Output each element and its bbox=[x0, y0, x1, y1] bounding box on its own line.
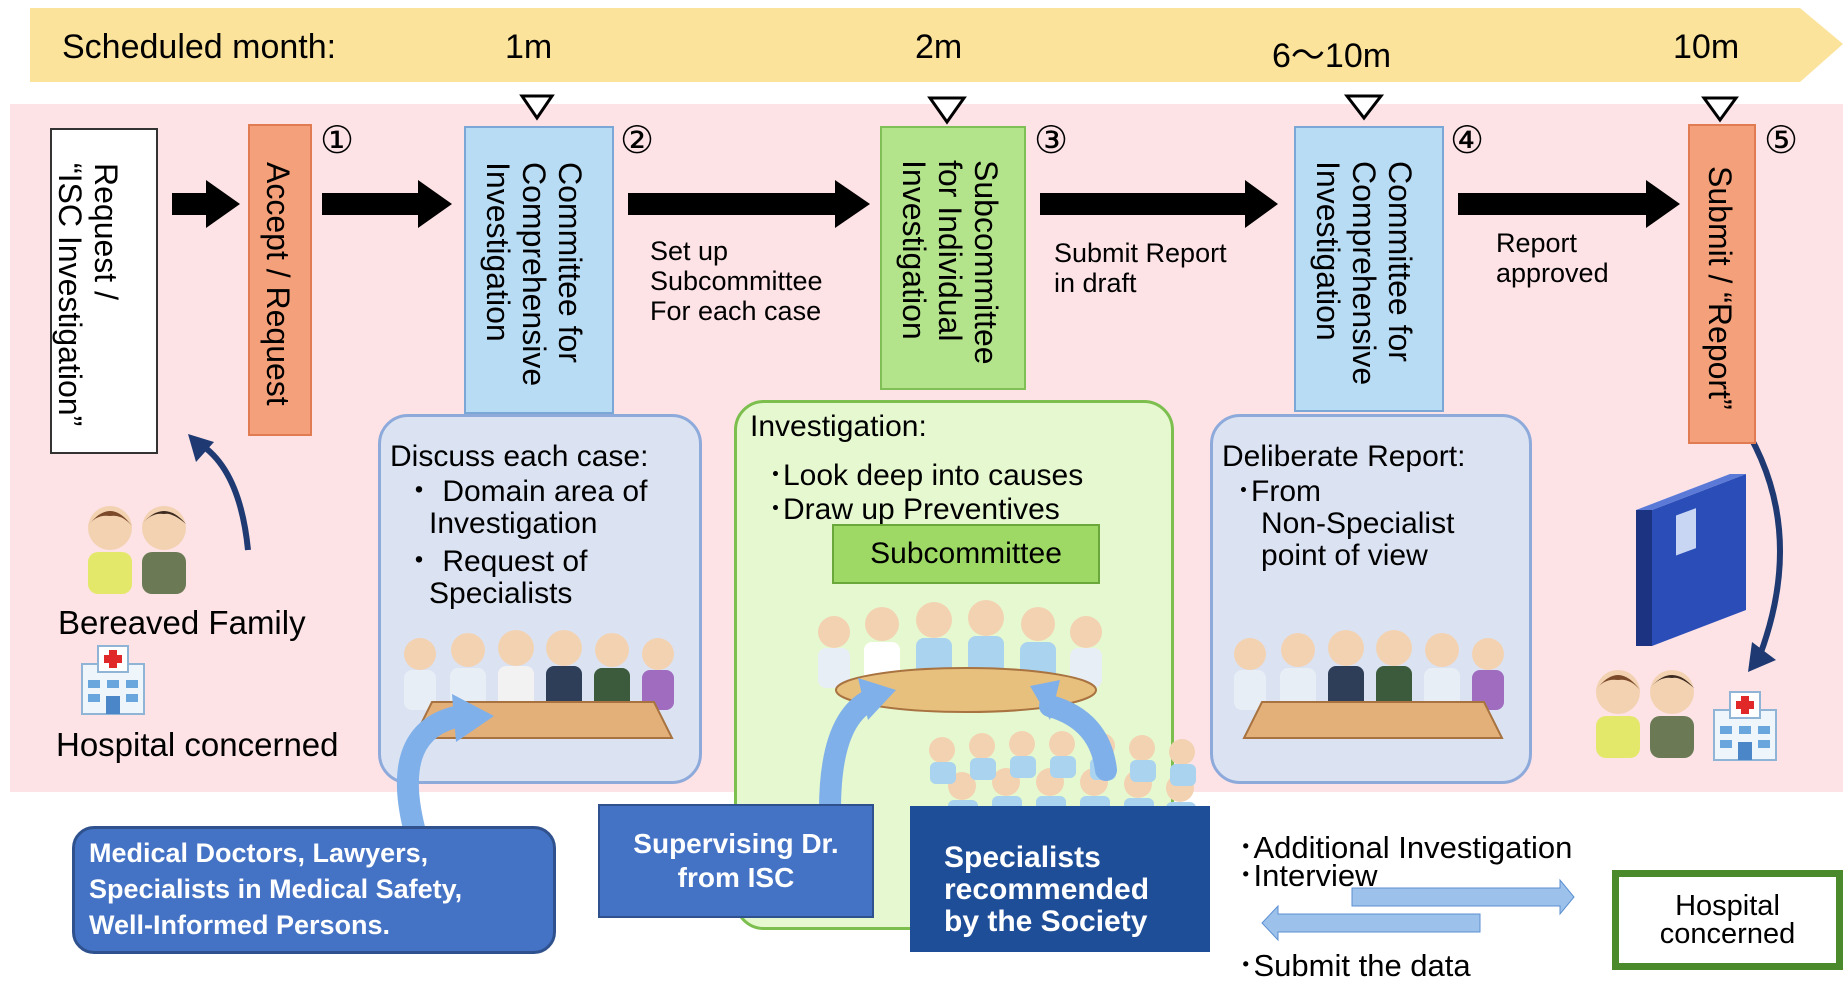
person-pair-icon bbox=[88, 506, 186, 594]
person-pair-icon bbox=[1596, 670, 1694, 758]
hospital-icon bbox=[1713, 691, 1777, 761]
timeline-mark-1m: 1m bbox=[505, 28, 553, 66]
timeline-mark-2m: 2m bbox=[915, 28, 963, 66]
meeting-table-icon bbox=[404, 630, 674, 739]
deliberate-title: Deliberate Report: bbox=[1222, 440, 1466, 473]
committee-box-1: Committee for Comprehensive Investigatio… bbox=[464, 126, 614, 414]
subcommittee-box: Subcommittee for Individual Investigatio… bbox=[880, 126, 1026, 390]
discuss-title: Discuss each case: bbox=[390, 440, 649, 473]
marker-triangle bbox=[927, 96, 967, 125]
doctors-lawyers-label: Medical Doctors, Lawyers, Specialists in… bbox=[89, 838, 463, 940]
supervising-dr-label: Supervising Dr. from ISC bbox=[633, 828, 839, 893]
submit-the-data: ･Submit the data bbox=[1238, 948, 1471, 983]
supervising-dr-box: Supervising Dr. from ISC bbox=[598, 804, 874, 918]
committee-box-2-label: Committee for Comprehensive Investigatio… bbox=[1310, 160, 1418, 386]
additional-investigation: ･Additional Investigation bbox=[1238, 830, 1573, 865]
investigation-item-2: ･Draw up Preventives bbox=[768, 493, 1060, 526]
timeline-banner bbox=[30, 8, 1843, 82]
request-box: Request / “ISC Investigation” bbox=[50, 128, 158, 454]
subcommittee-box-label: Subcommittee for Individual Investigatio… bbox=[896, 159, 1004, 365]
doctors-lawyers-box: Medical Doctors, Lawyers, Specialists in… bbox=[72, 826, 556, 954]
meeting-table-icon bbox=[1234, 630, 1504, 739]
investigation-title: Investigation: bbox=[750, 410, 927, 443]
submit-report-label: Submit / “Report” bbox=[1702, 166, 1738, 410]
arrow-label-setup: Set up Subcommittee For each case bbox=[650, 236, 823, 326]
timeline-label: Scheduled month: bbox=[62, 28, 337, 66]
hospital-concerned-box: Hospital concerned bbox=[1612, 870, 1843, 970]
timeline-mark-10m: 10m bbox=[1673, 28, 1740, 66]
request-box-label: Request / “ISC Investigation” bbox=[52, 163, 124, 427]
arrow-label-approved: Report approved bbox=[1496, 228, 1609, 288]
discuss-item-1: ・ Domain area of Investigation bbox=[404, 475, 648, 540]
request-arrow bbox=[1351, 878, 1575, 916]
discuss-item-2: ・ Request of Specialists bbox=[404, 545, 588, 610]
arrow-label-draft: Submit Report in draft bbox=[1054, 238, 1227, 298]
response-arrow bbox=[1261, 904, 1481, 942]
subcommittee-label-box: Subcommittee bbox=[832, 524, 1100, 584]
deliberate-item-1: ･From Non-Specialist point of view bbox=[1236, 475, 1455, 572]
binder-icon bbox=[1636, 474, 1746, 646]
hospital-concerned-label: Hospital concerned bbox=[56, 726, 339, 763]
submit-report-box: Submit / “Report” bbox=[1688, 124, 1756, 444]
flow-arrows bbox=[172, 180, 1680, 228]
marker-triangle bbox=[519, 94, 555, 121]
hospital-concerned-box-label: Hospital concerned bbox=[1659, 890, 1796, 950]
step-number-3: ③ bbox=[1034, 120, 1069, 162]
step-number-2: ② bbox=[620, 120, 655, 162]
specialists-box: Specialists recommended by the Society bbox=[910, 806, 1210, 952]
investigation-item-1: ･Look deep into causes bbox=[768, 459, 1084, 492]
committee-box-1-label: Committee for Comprehensive Investigatio… bbox=[480, 161, 588, 387]
timeline-mark-6-10m: 6～10m bbox=[1272, 37, 1392, 75]
specialists-label: Specialists recommended by the Society bbox=[944, 841, 1150, 938]
bereaved-family-label: Bereaved Family bbox=[58, 604, 306, 641]
interview: ･Interview bbox=[1238, 858, 1378, 893]
step-number-1: ① bbox=[320, 120, 355, 162]
marker-triangle bbox=[1701, 96, 1739, 123]
step-number-4: ④ bbox=[1450, 120, 1485, 162]
meeting-table-icon bbox=[818, 600, 1102, 713]
accept-request-box: Accept / Request bbox=[248, 124, 312, 436]
family-to-request-arrow bbox=[198, 441, 251, 551]
accept-request-label: Accept / Request bbox=[260, 162, 296, 406]
marker-triangle bbox=[1343, 94, 1385, 121]
step-number-5: ⑤ bbox=[1764, 120, 1799, 162]
subcommittee-label: Subcommittee bbox=[870, 537, 1062, 570]
hospital-icon bbox=[81, 645, 145, 715]
committee-box-2: Committee for Comprehensive Investigatio… bbox=[1294, 126, 1444, 412]
